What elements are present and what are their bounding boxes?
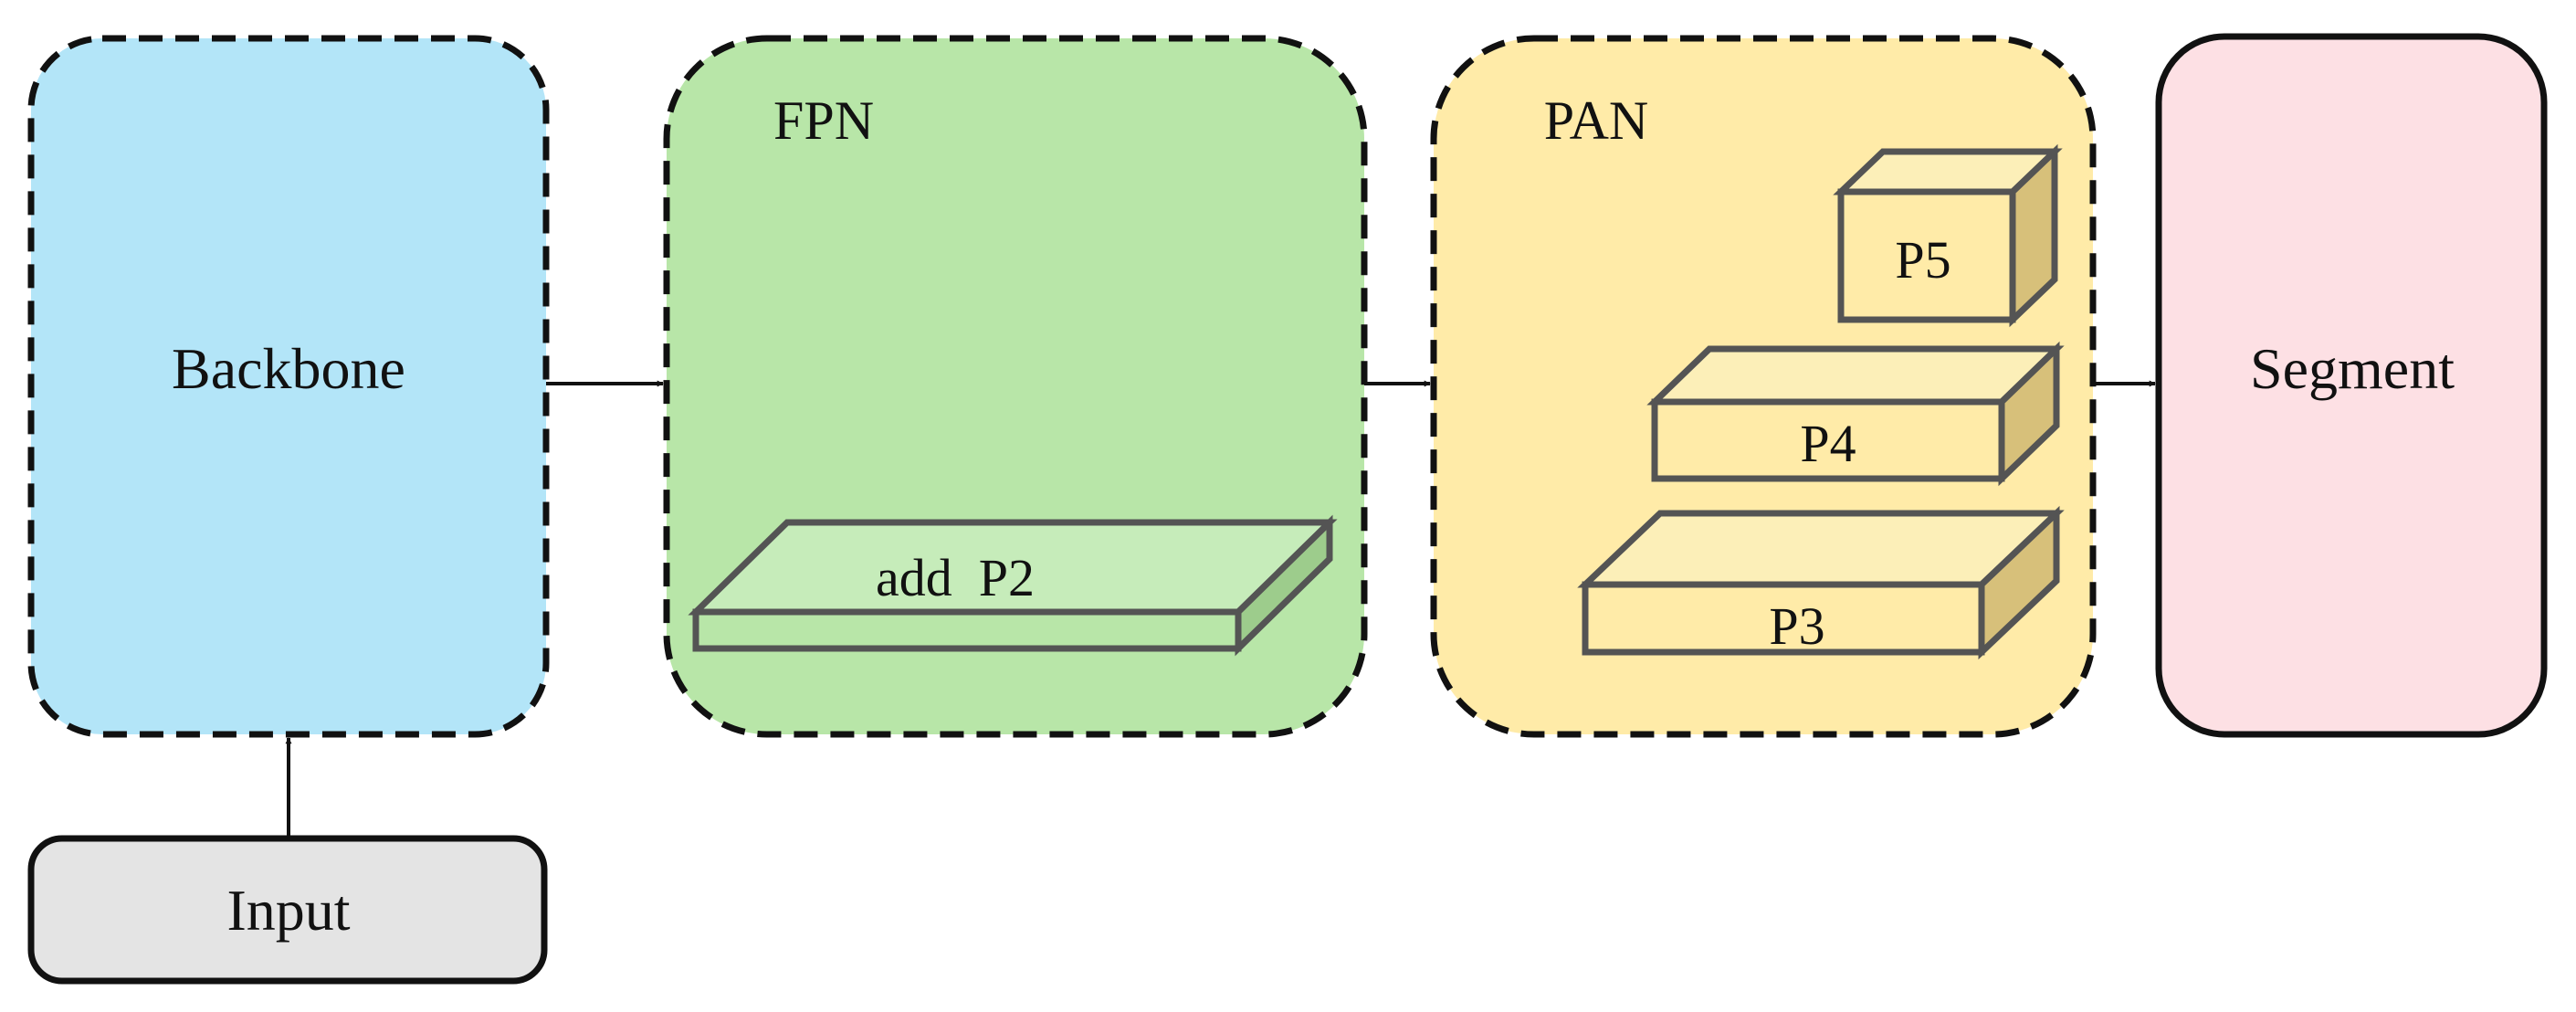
pan-p4-box: P4	[1646, 341, 2065, 487]
pan-p4-box-top	[1646, 345, 2065, 406]
pan-p5-label: P5	[1895, 230, 1950, 290]
pan-p3-box-front	[1582, 581, 1985, 656]
segment-block: Segment	[2155, 33, 2548, 738]
input-block: Input	[27, 835, 548, 985]
fpn-block: FPN add P2	[663, 35, 1368, 738]
pan-p3-box-top	[1577, 510, 2065, 588]
pan-title: PAN	[1544, 90, 1649, 151]
pan-p4-label: P4	[1800, 414, 1856, 473]
pan-p4-box-front	[1651, 398, 2005, 482]
pan-p3-label: P3	[1769, 596, 1824, 656]
backbone-label: Backbone	[172, 336, 405, 401]
fpn-p2-layer: add P2	[688, 514, 1338, 657]
pan-block: PAN P5 P4 P3	[1430, 35, 2097, 738]
segment-box	[2155, 33, 2548, 738]
fpn-p2-layer-front	[692, 608, 1242, 652]
backbone-box	[27, 35, 550, 738]
pan-p5-box: P5	[1833, 143, 2063, 328]
pan-p3-box: P3	[1577, 505, 2065, 660]
segment-label: Segment	[2250, 336, 2455, 401]
backbone-block: Backbone	[27, 35, 550, 738]
fpn-title: FPN	[773, 90, 874, 151]
input-label: Input	[226, 878, 350, 943]
fpn-p2-label: add P2	[876, 548, 1035, 607]
pan-p5-box-front	[1837, 188, 2016, 323]
